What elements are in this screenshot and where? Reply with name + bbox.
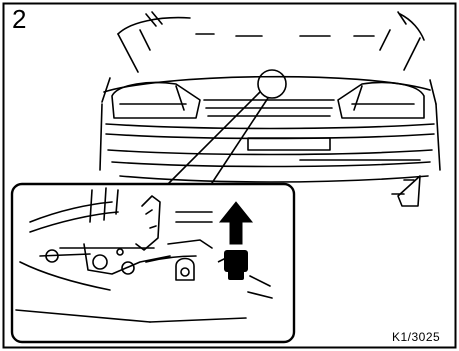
hood-latch-detail-inset	[12, 184, 294, 342]
figure-code: K1/3025	[392, 331, 440, 343]
hood-latch-location-marker	[258, 70, 286, 98]
car-front-view	[100, 12, 440, 206]
step-number: 2	[12, 6, 26, 32]
